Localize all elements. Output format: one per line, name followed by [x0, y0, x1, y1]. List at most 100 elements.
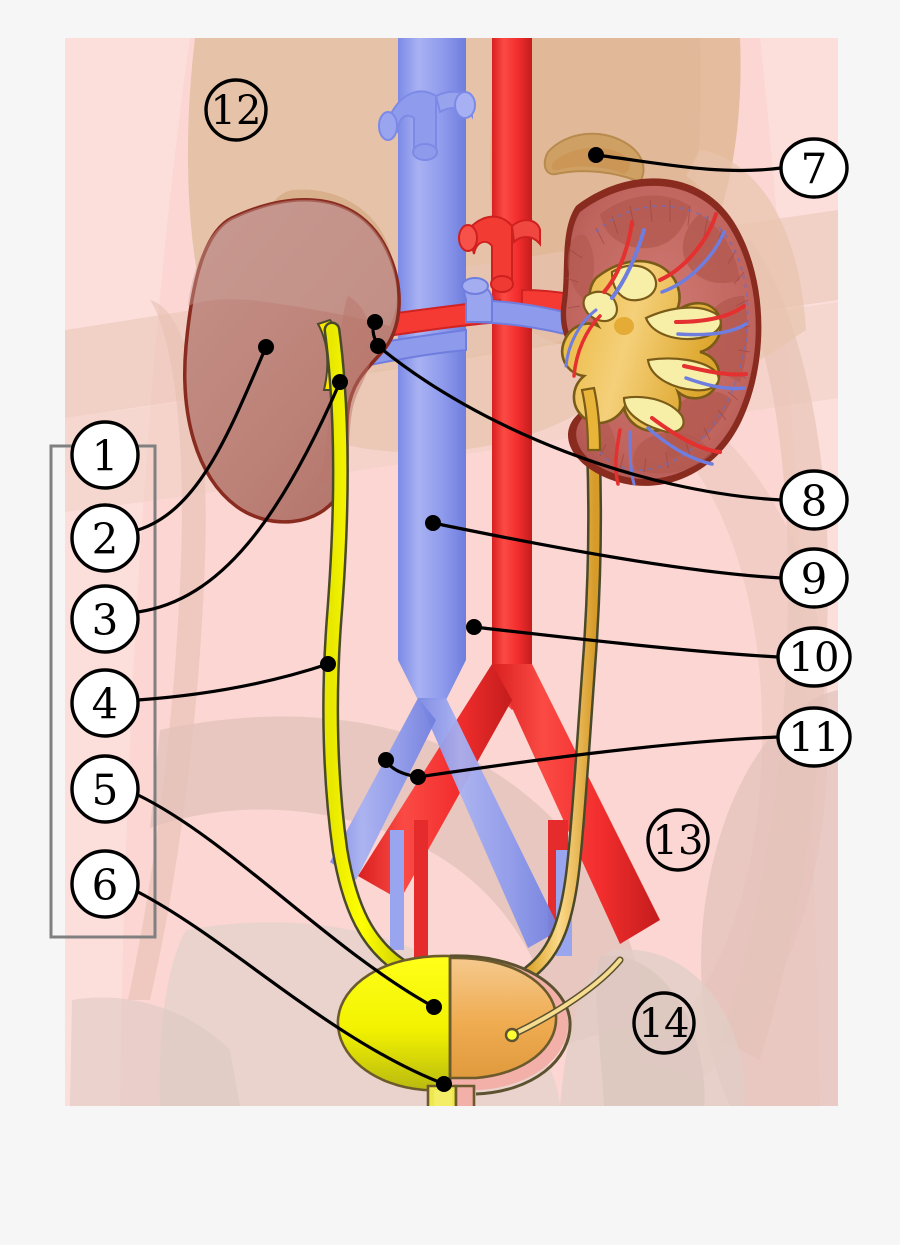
label-number-7: 7	[801, 145, 828, 194]
hepatic-vein-stump-left	[378, 111, 398, 141]
urethra-lumen	[434, 1090, 452, 1106]
renal-vein-stump	[461, 277, 489, 295]
renal-sinus-fat	[614, 317, 634, 335]
sma-stump	[490, 275, 514, 293]
label-number-13: 13	[653, 818, 704, 864]
label-badge-14[interactable]: 14	[632, 991, 696, 1055]
label-badge-5[interactable]: 5	[70, 754, 140, 824]
iliac-crest-left	[150, 716, 646, 1046]
label-badge-10[interactable]: 10	[776, 626, 852, 688]
leader-dot-3	[332, 374, 348, 390]
leader-line-6	[136, 890, 446, 1086]
bladder-outer-contour	[449, 954, 572, 1096]
internal-iliac-vein-left	[390, 830, 404, 950]
label-number-2: 2	[92, 515, 119, 564]
leader-line-10	[472, 625, 780, 659]
leader-dot-2	[258, 339, 274, 355]
label-badge-13[interactable]: 13	[646, 808, 710, 872]
ureter-left	[324, 324, 406, 972]
arcuate-dotted-line	[595, 205, 749, 471]
leader-dot-7	[588, 147, 604, 163]
label-circle-14	[632, 991, 696, 1055]
common-iliac-vein-left	[330, 698, 436, 880]
ureter-right-in-bladder	[512, 958, 622, 1036]
leader-dot-8	[370, 338, 386, 354]
leader-line-9	[431, 521, 783, 580]
label-badge-4[interactable]: 4	[70, 668, 140, 738]
label-circle-1	[70, 420, 140, 490]
inferior-vena-cava	[398, 38, 466, 700]
ureter-right	[525, 387, 600, 977]
label-number-14: 14	[639, 1001, 690, 1047]
label-number-6: 6	[92, 861, 119, 910]
lower-left-shade	[70, 997, 240, 1106]
label-circle-3	[70, 584, 140, 654]
urethra-wall	[454, 1084, 476, 1106]
label-badge-12[interactable]: 12	[204, 78, 268, 142]
label-circle-6	[70, 849, 140, 919]
leader-line-8	[376, 344, 783, 502]
left-muscle-column	[128, 300, 206, 1000]
kidney-left-upper-shade	[188, 199, 398, 326]
label-circle-10	[776, 626, 852, 688]
renal-pelvis-funnel	[580, 386, 602, 452]
label-badge-11[interactable]: 11	[776, 706, 852, 768]
label-circle-4	[70, 668, 140, 738]
label-badge-1[interactable]: 1	[70, 420, 140, 490]
label-badge-2[interactable]: 2	[70, 503, 140, 573]
label-number-10: 10	[789, 635, 840, 681]
leader-line-4	[136, 662, 330, 702]
leader-line-11	[416, 735, 780, 779]
leader-dot-11-branch	[378, 752, 394, 768]
label-badge-8[interactable]: 8	[779, 469, 849, 531]
leader-dot-5	[426, 999, 442, 1015]
label-circle-5	[70, 754, 140, 824]
label-number-4: 4	[92, 680, 119, 729]
label-badge-9[interactable]: 9	[779, 547, 849, 609]
label-number-3: 3	[92, 596, 119, 645]
leader-line-5	[136, 793, 436, 1009]
label-number-11: 11	[789, 715, 840, 761]
renal-calyces	[582, 264, 722, 434]
label-circle-9	[779, 547, 849, 609]
label-badge-7[interactable]: 7	[779, 137, 849, 199]
abdominal-aorta	[492, 38, 532, 710]
body-silhouette	[65, 38, 838, 1106]
leader-dot-11	[410, 769, 426, 785]
internal-iliac-left	[414, 820, 428, 960]
hepatic-vein-stump-right	[454, 91, 476, 119]
celiac-stump	[458, 224, 478, 252]
leader-line-3	[136, 380, 342, 614]
iliac-crest-right	[701, 690, 838, 1106]
label-number-8: 8	[801, 477, 828, 526]
leader-dots	[258, 147, 604, 1092]
label-badge-3[interactable]: 3	[70, 584, 140, 654]
leader-dot-6	[436, 1076, 452, 1092]
label-number-1: 1	[92, 432, 119, 481]
label-number-9: 9	[801, 555, 828, 604]
hepatic-vein-stump-mid	[412, 143, 438, 161]
label-badge-6[interactable]: 6	[70, 849, 140, 919]
label-number-12: 12	[211, 88, 262, 134]
pelvic-bone-shape	[596, 955, 705, 1106]
label-circle-2	[70, 503, 140, 573]
intrarenal-vessels	[564, 212, 748, 486]
label-circle-12	[204, 78, 268, 142]
label-number-5: 5	[92, 766, 119, 815]
bladder-left-half	[336, 954, 452, 1092]
ureteric-orifice	[504, 1027, 520, 1043]
leader-dot-9	[425, 515, 441, 531]
leader-dot-4	[320, 656, 336, 672]
label-circle-8	[779, 469, 849, 531]
leader-dot-8-branch	[367, 314, 383, 330]
label-circle-7	[779, 137, 849, 199]
leader-line-7	[594, 153, 783, 173]
leader-line-2	[136, 345, 268, 532]
common-iliac-vein-right	[418, 698, 560, 948]
leader-dot-10	[466, 619, 482, 635]
sma-branch	[510, 219, 541, 247]
bladder-lumen-right	[448, 956, 558, 1080]
